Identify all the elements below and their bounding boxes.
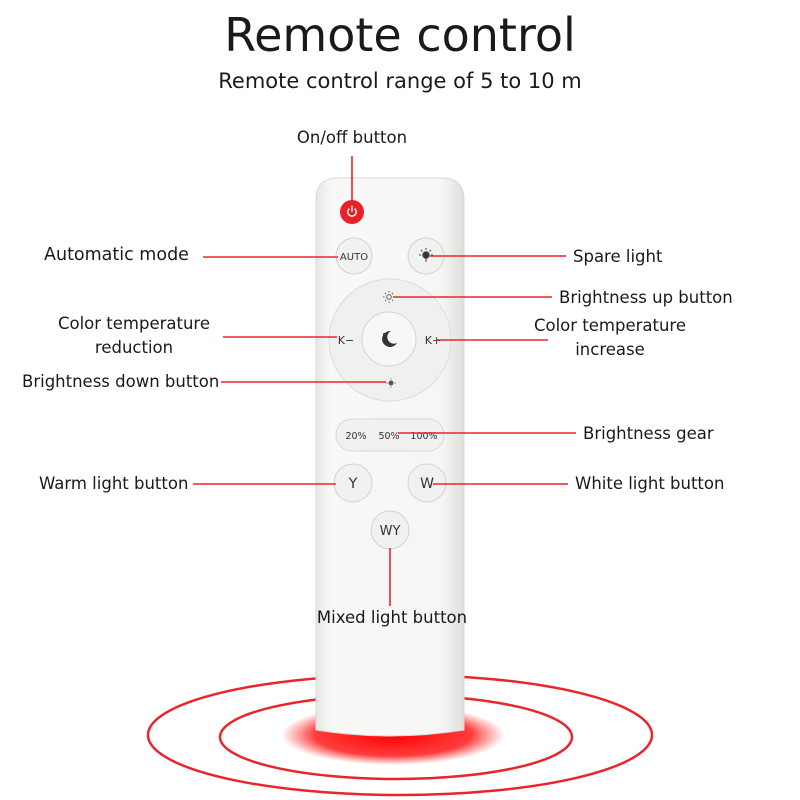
gear-50-button[interactable]: 50% bbox=[378, 431, 399, 442]
y-label: Y bbox=[348, 476, 358, 492]
label-automatic-mode: Automatic mode bbox=[44, 245, 189, 265]
gear-20-button[interactable]: 20% bbox=[345, 431, 366, 442]
label-color-temp-increase: Color temperature increase bbox=[520, 314, 700, 362]
label-color-temp-increase-line1: Color temperature bbox=[533, 316, 687, 335]
white-light-remote-button[interactable]: W bbox=[407, 463, 447, 503]
label-color-temp-reduction-line2: reduction bbox=[94, 338, 174, 357]
night-mode-button[interactable] bbox=[361, 311, 417, 367]
label-on-off: On/off button bbox=[296, 128, 408, 147]
auto-label: AUTO bbox=[340, 252, 368, 263]
label-color-temp-increase-line2: increase bbox=[575, 340, 645, 359]
color-temp-down-button[interactable]: K− bbox=[338, 334, 354, 347]
bulb-icon bbox=[419, 248, 433, 262]
auto-button[interactable]: AUTO bbox=[335, 237, 373, 275]
brightness-down-button[interactable] bbox=[386, 378, 396, 388]
diagram-title: Remote control bbox=[224, 8, 576, 62]
moon-icon bbox=[382, 330, 397, 347]
sun-small-icon bbox=[386, 378, 396, 388]
wy-label: WY bbox=[380, 524, 401, 539]
label-brightness-gear: Brightness gear bbox=[583, 424, 714, 443]
power-icon bbox=[347, 205, 357, 217]
power-button[interactable] bbox=[340, 200, 364, 224]
diagram-subtitle: Remote control range of 5 to 10 m bbox=[218, 69, 582, 93]
label-color-temp-reduction-line1: Color temperature bbox=[57, 314, 211, 333]
warm-light-remote-button[interactable]: Y bbox=[333, 463, 373, 503]
leader-lines bbox=[193, 156, 576, 606]
brightness-gear-pill: 20% 50% 100% bbox=[335, 418, 445, 452]
w-label: W bbox=[420, 476, 434, 492]
mixed-light-remote-button[interactable]: WY bbox=[370, 510, 410, 550]
label-spare-light: Spare light bbox=[573, 247, 663, 266]
color-temp-up-button[interactable]: K+ bbox=[425, 334, 441, 347]
label-white-light: White light button bbox=[575, 474, 725, 493]
label-brightness-up: Brightness up button bbox=[559, 288, 733, 307]
label-warm-light: Warm light button bbox=[39, 474, 189, 493]
label-color-temp-reduction: Color temperature reduction bbox=[44, 312, 224, 360]
label-mixed-light: Mixed light button bbox=[316, 608, 468, 627]
label-brightness-down: Brightness down button bbox=[22, 372, 220, 391]
gear-100-button[interactable]: 100% bbox=[410, 431, 437, 442]
